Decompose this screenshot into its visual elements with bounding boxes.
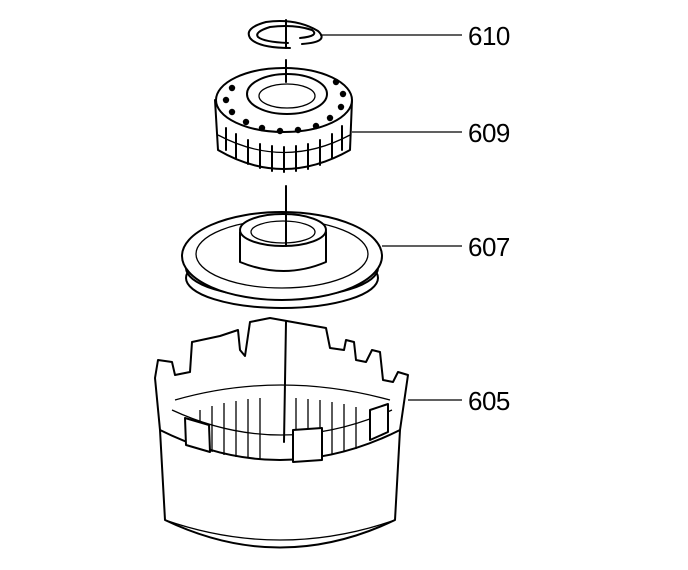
roller-clutch-icon: [214, 67, 353, 173]
snap-ring-icon: [247, 20, 323, 49]
clutch-race-icon: [181, 211, 383, 309]
clutch-housing-icon: [154, 317, 409, 549]
callout-609: 609: [468, 118, 510, 148]
callout-610: 610: [468, 21, 510, 51]
callout-607: 607: [468, 232, 510, 262]
callout-605: 605: [468, 386, 510, 416]
leader-lines: [320, 34, 462, 401]
assembly-axis-line: [283, 19, 287, 443]
